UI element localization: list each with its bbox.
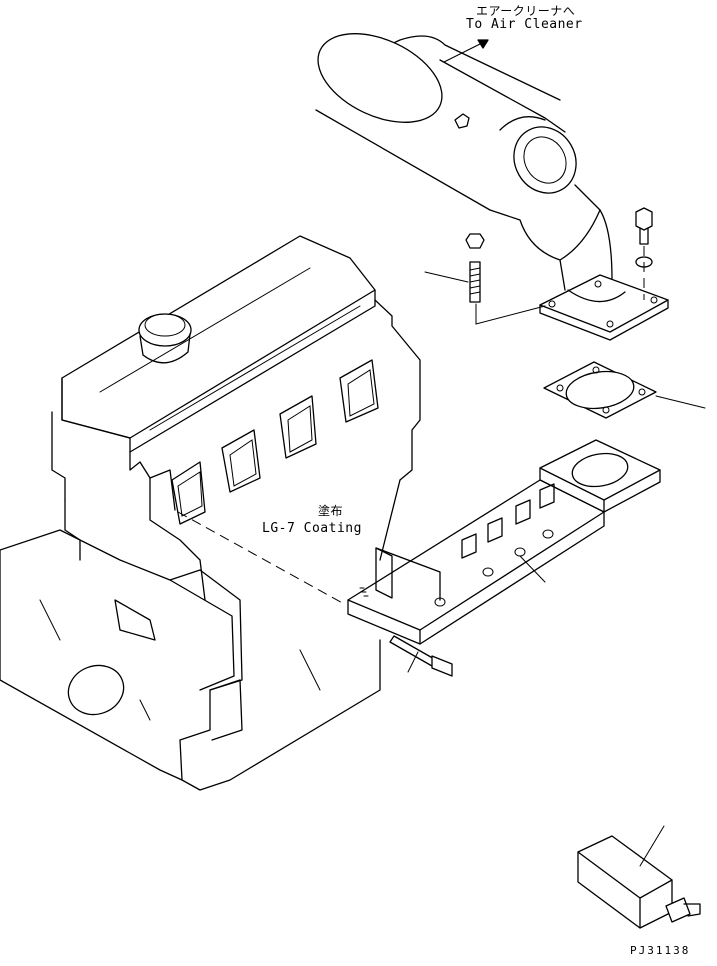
- drawing-number: PJ31138: [630, 944, 691, 957]
- exhaust-manifold: [347, 439, 661, 645]
- air-cleaner-arrow: [443, 39, 489, 63]
- engine-block: [0, 235, 421, 791]
- air-cleaner-connector: [315, 33, 669, 341]
- air-cleaner-label: To Air Cleaner: [466, 17, 583, 32]
- temperature-sensor: [577, 825, 701, 929]
- coating-label-jp: 塗布: [318, 504, 344, 518]
- air-cleaner-label-jp: エアークリーナへ: [476, 4, 576, 18]
- gasket: [543, 361, 706, 419]
- alignment-line: [177, 511, 347, 606]
- manifold-bolt: [389, 635, 453, 677]
- coating-label: LG-7 Coating: [262, 521, 362, 536]
- bolt-washer: [635, 207, 653, 300]
- stud-bolt: [424, 233, 546, 325]
